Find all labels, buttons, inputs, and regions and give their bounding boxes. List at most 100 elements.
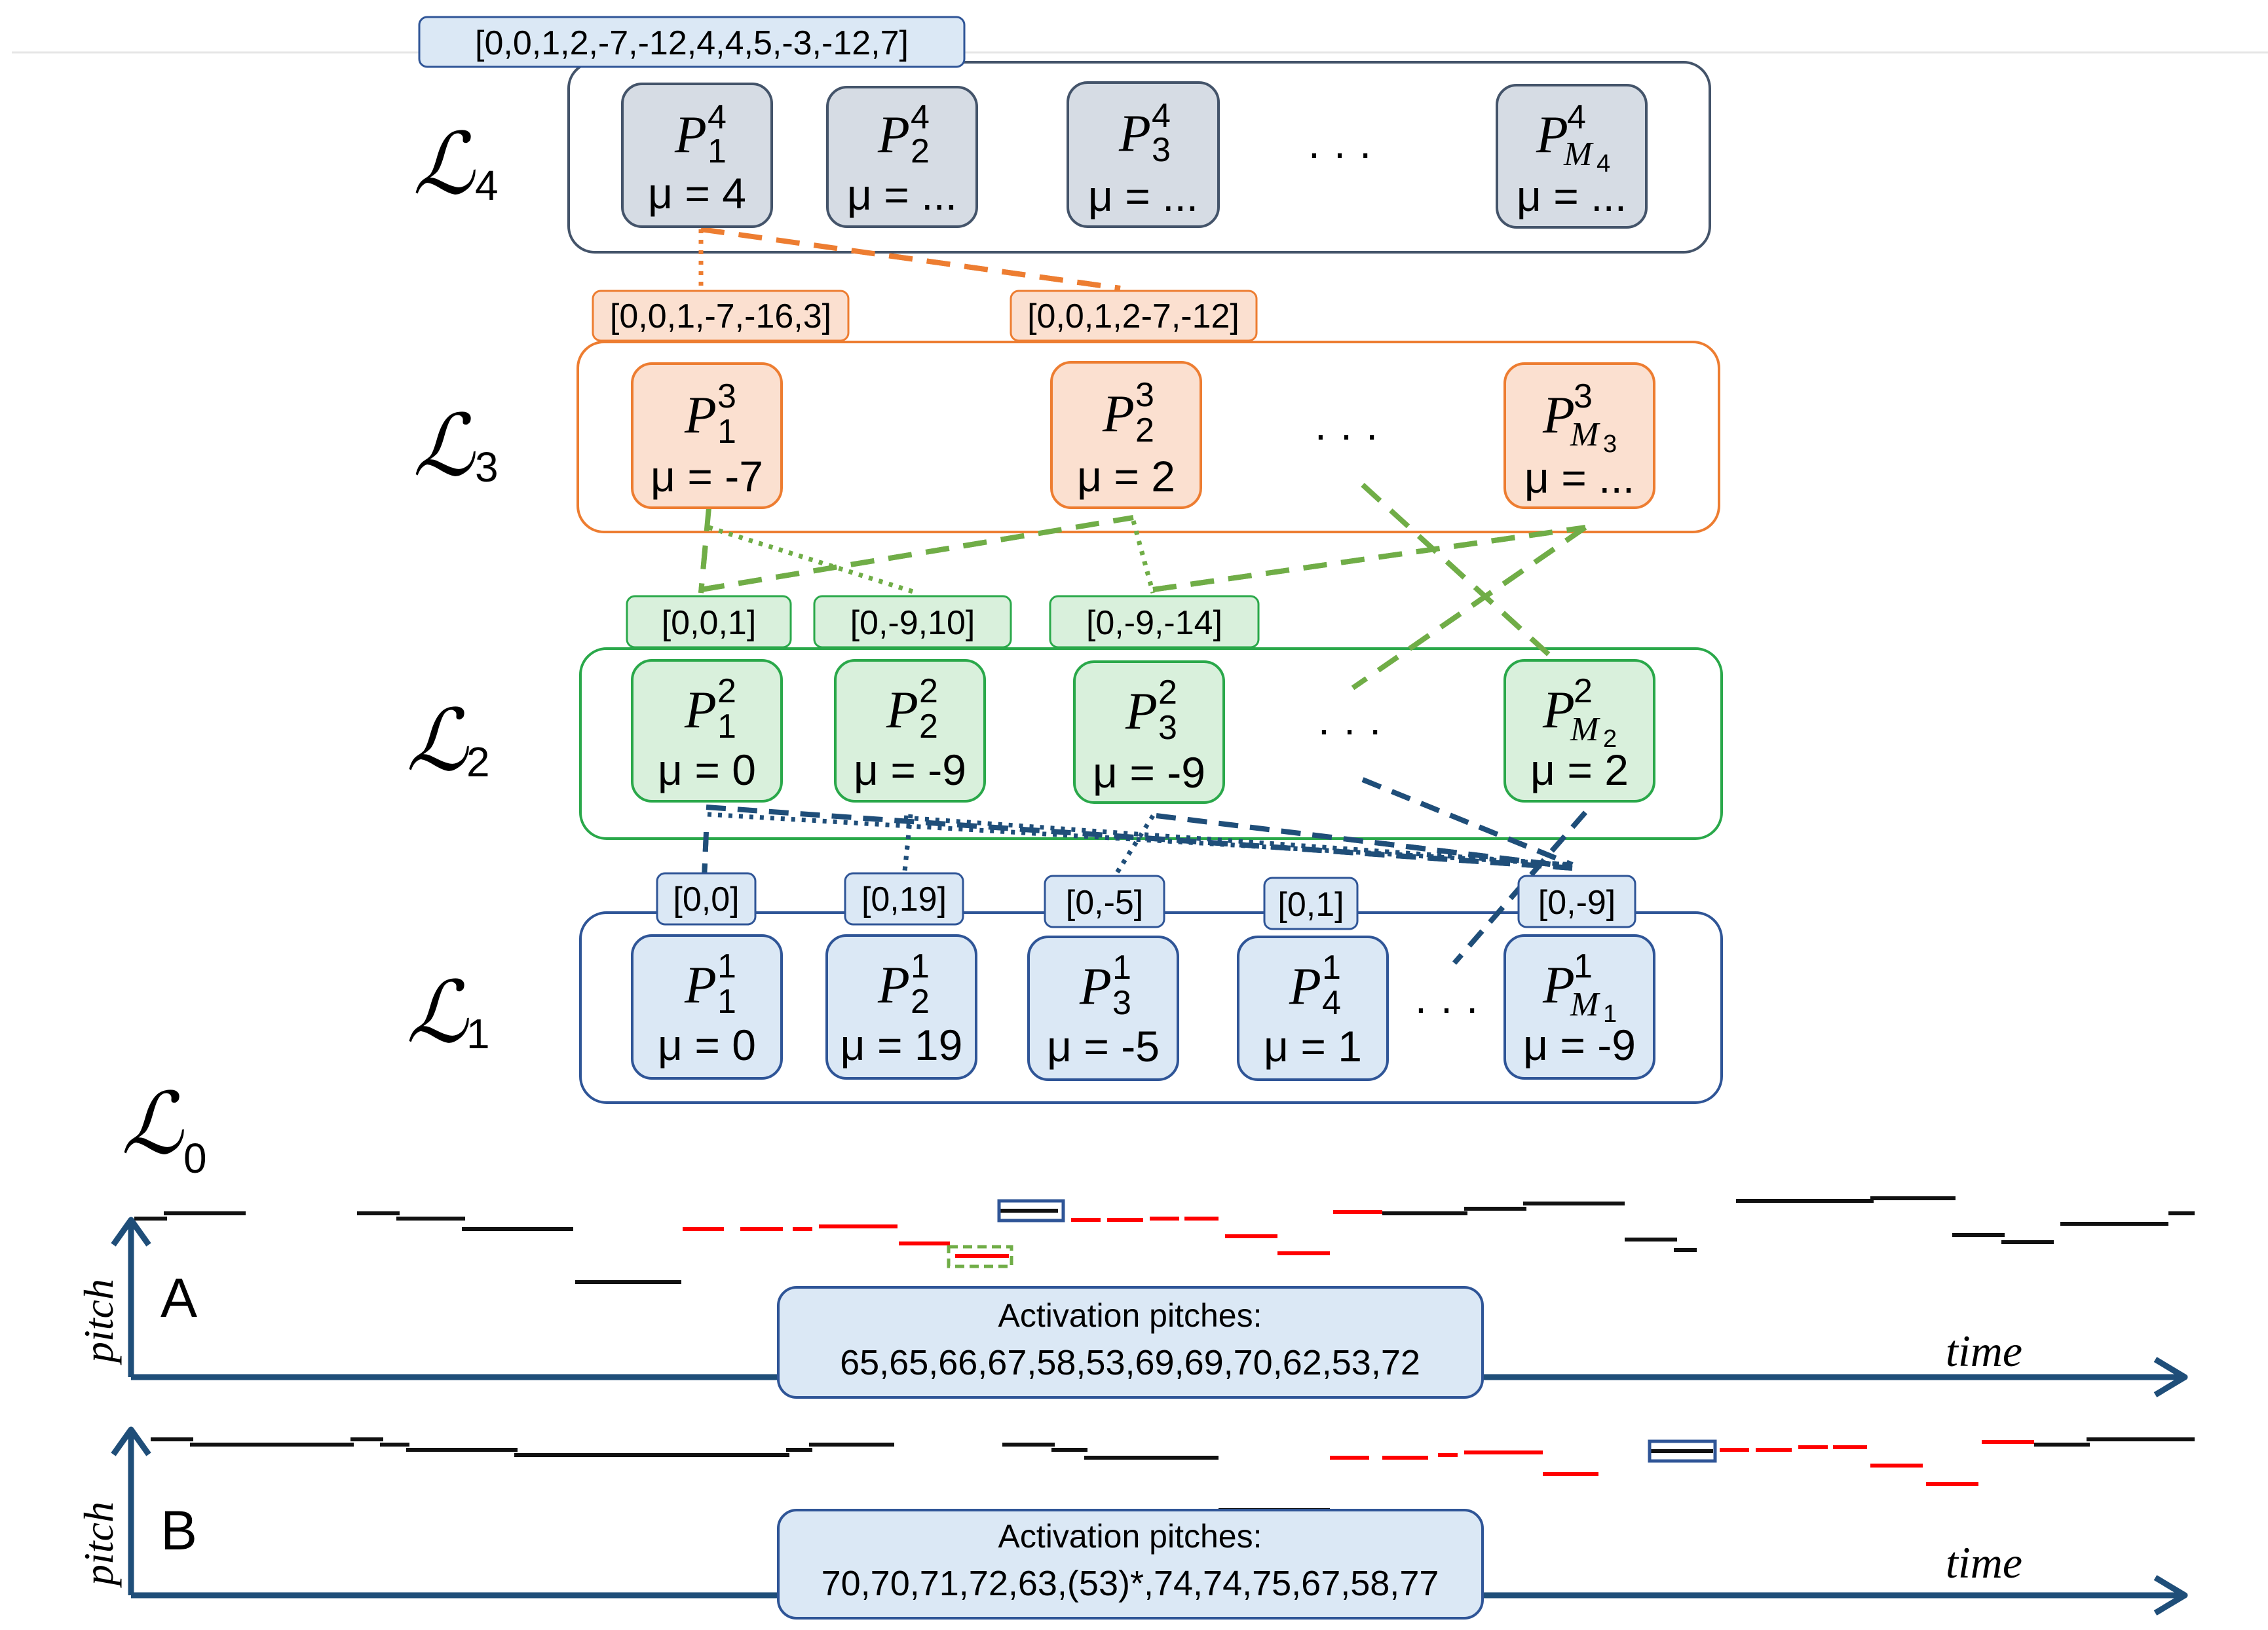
interval-label-l2-2: [0,-9,10] (813, 595, 1012, 649)
svg-text:1: 1 (708, 132, 727, 170)
panel-a-highlight-blue (997, 1199, 1065, 1222)
svg-text:μ = -7: μ = -7 (651, 452, 763, 501)
svg-text:1: 1 (466, 1010, 490, 1057)
svg-text:P: P (1542, 957, 1575, 1014)
panel-b-xlabel: time (1946, 1538, 2022, 1587)
panel-b-activation-box: Activation pitches: 70,70,71,72,63,(53)*… (777, 1509, 1484, 1620)
svg-text:P: P (684, 957, 717, 1014)
svg-text:4: 4 (708, 98, 727, 136)
svg-text:4: 4 (911, 98, 930, 136)
svg-text:1: 1 (717, 947, 736, 985)
interval-label-l1-1: [0,0] (656, 872, 757, 926)
svg-text:1: 1 (1574, 947, 1593, 985)
svg-text:4: 4 (1567, 98, 1586, 136)
svg-text:μ = ...: μ = ... (1517, 172, 1627, 220)
svg-text:[0,-5]: [0,-5] (1066, 884, 1144, 922)
svg-text:μ = ...: μ = ... (847, 170, 957, 219)
svg-text:P: P (1118, 105, 1151, 162)
svg-text:3: 3 (717, 377, 736, 415)
svg-text:1: 1 (911, 947, 930, 985)
svg-text:μ = 0: μ = 0 (658, 1021, 756, 1069)
svg-text:1: 1 (717, 983, 736, 1021)
svg-text:2: 2 (1603, 725, 1617, 753)
svg-text:2: 2 (911, 132, 930, 170)
svg-text:[0,0,1,2-7,-12]: [0,0,1,2-7,-12] (1027, 297, 1239, 335)
panel-b-melody (151, 1437, 2195, 1512)
interval-label-l1-3: [0,-5] (1044, 875, 1165, 928)
pattern-l2-2: P 2 2 μ = -9 (834, 659, 986, 803)
svg-text:[0,0,1,2,-7,-12,4,4,5,-3,-12,7: [0,0,1,2,-7,-12,4,4,5,-3,-12,7] (475, 24, 909, 62)
svg-text:3: 3 (475, 444, 499, 491)
svg-text:[0,-9]: [0,-9] (1538, 884, 1616, 922)
link-l3-pm-interval3 (1152, 525, 1586, 592)
svg-text:M: M (1563, 136, 1594, 173)
layer-4-ellipsis: · · · (1307, 129, 1372, 176)
svg-text:1: 1 (1112, 949, 1131, 987)
svg-text:1: 1 (1322, 949, 1341, 987)
svg-text:ℒ: ℒ (413, 114, 476, 214)
svg-text:μ = 4: μ = 4 (648, 169, 746, 218)
svg-text:ℒ: ℒ (406, 962, 469, 1062)
svg-text:[0,-9,-14]: [0,-9,-14] (1086, 604, 1222, 642)
svg-text:P: P (674, 106, 707, 164)
panel-b: pitch time B Activation pitches: 70,70,7… (75, 1426, 2195, 1620)
layer-3-label: ℒ 3 (413, 396, 499, 495)
svg-text:P: P (1079, 958, 1112, 1015)
svg-text:μ = 2: μ = 2 (1077, 452, 1175, 501)
svg-text:M: M (1570, 986, 1600, 1023)
pattern-l2-1: P 2 1 μ = 0 (631, 659, 783, 803)
svg-text:μ = -9: μ = -9 (1093, 748, 1205, 797)
panel-a-ylabel: pitch (75, 1279, 122, 1365)
svg-text:2: 2 (466, 738, 490, 786)
svg-text:μ = 2: μ = 2 (1530, 746, 1629, 794)
interval-label-l2-3: [0,-9,-14] (1049, 595, 1260, 649)
svg-text:2: 2 (717, 672, 736, 710)
panel-b-highlight-blue (1648, 1439, 1717, 1463)
svg-text:2: 2 (919, 672, 938, 710)
interval-label-l1-5: [0,-9] (1517, 875, 1636, 928)
svg-text:[0,0,1]: [0,0,1] (662, 604, 757, 642)
panel-a-x-arrow (2153, 1357, 2188, 1397)
svg-text:4: 4 (475, 162, 499, 209)
svg-text:M: M (1570, 711, 1600, 748)
svg-text:70,70,71,72,63,(53)*,74,74,75,: 70,70,71,72,63,(53)*,74,74,75,67,58,77 (822, 1564, 1439, 1603)
svg-text:P: P (886, 681, 918, 739)
svg-text:1: 1 (717, 413, 736, 451)
layer-3-ellipsis: · · · (1314, 411, 1379, 458)
pattern-l3-2: P 3 2 μ = 2 (1050, 361, 1202, 509)
svg-text:μ = 1: μ = 1 (1264, 1022, 1362, 1071)
svg-text:ℒ: ℒ (413, 396, 476, 495)
svg-text:3: 3 (1603, 430, 1617, 458)
interval-label-l1-2: [0,19] (844, 872, 964, 926)
interval-label-l4-1: [0,0,1,2,-7,-12,4,4,5,-3,-12,7] (418, 16, 966, 68)
panel-a-letter: A (161, 1267, 197, 1329)
svg-text:[0,0,1,-7,-16,3]: [0,0,1,-7,-16,3] (610, 297, 831, 335)
panel-b-y-arrow (111, 1426, 151, 1456)
pattern-l2-3: P 2 3 μ = -9 (1073, 660, 1225, 804)
svg-text:0: 0 (183, 1135, 207, 1182)
svg-text:P: P (1536, 106, 1568, 164)
svg-text:4: 4 (1597, 150, 1610, 178)
panel-a-xlabel: time (1946, 1326, 2022, 1376)
svg-text:P: P (684, 681, 717, 739)
svg-text:2: 2 (1135, 411, 1154, 449)
svg-text:P: P (877, 106, 910, 164)
svg-text:3: 3 (1152, 131, 1171, 169)
svg-text:P: P (1542, 387, 1575, 444)
svg-text:1: 1 (1603, 1000, 1617, 1028)
interval-label-l1-4: [0,1] (1263, 877, 1359, 930)
svg-text:[0,19]: [0,19] (861, 881, 947, 919)
svg-text:2: 2 (911, 983, 930, 1021)
pattern-l1-4: P 1 4 μ = 1 (1237, 936, 1389, 1081)
svg-text:ℒ: ℒ (121, 1074, 184, 1173)
svg-text:65,65,66,67,58,53,69,69,70,62,: 65,65,66,67,58,53,69,69,70,62,53,72 (840, 1343, 1420, 1382)
svg-text:μ = 19: μ = 19 (841, 1021, 963, 1069)
pattern-l4-2: P 4 2 μ = ... (826, 86, 978, 228)
svg-text:2: 2 (1158, 673, 1177, 711)
svg-text:P: P (877, 957, 910, 1014)
pattern-l4-3: P 4 3 μ = ... (1067, 81, 1220, 228)
svg-text:μ = -9: μ = -9 (854, 746, 966, 794)
svg-text:P: P (1289, 958, 1321, 1015)
pattern-l1-2: P 1 2 μ = 19 (825, 934, 977, 1080)
